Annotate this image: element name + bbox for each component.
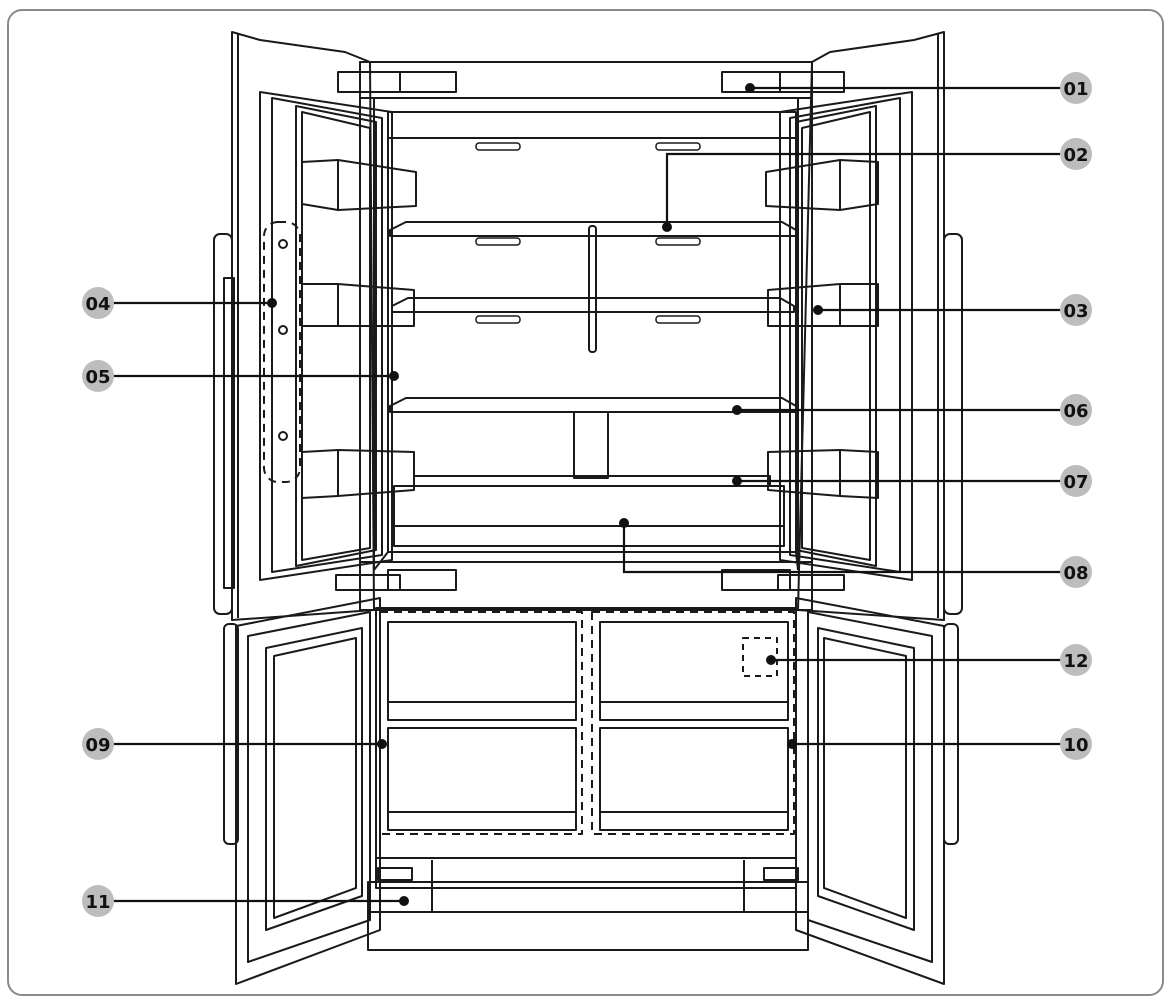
dot-12 — [766, 655, 776, 665]
callout-label-03: 03 — [1063, 301, 1088, 322]
dot-05 — [389, 371, 399, 381]
dot-06 — [732, 405, 742, 415]
left-upper-door — [213, 31, 417, 621]
leader-dots — [267, 83, 823, 906]
callout-badge-11: 11 — [82, 885, 114, 917]
callout-badge-09: 09 — [82, 728, 114, 760]
callout-badge-01: 01 — [1060, 72, 1092, 104]
callout-label-10: 10 — [1063, 735, 1088, 756]
callout-label-05: 05 — [85, 367, 110, 388]
callout-badge-12: 12 — [1060, 644, 1092, 676]
dot-08 — [619, 518, 629, 528]
callout-badges: 01 02 03 04 05 06 07 08 — [82, 72, 1092, 917]
callout-label-01: 01 — [1063, 79, 1088, 100]
dot-07 — [732, 476, 742, 486]
crisper-drawer — [335, 485, 845, 611]
left-lower-door — [223, 597, 381, 985]
fridge-compartment-cabinet — [337, 61, 845, 611]
dot-10 — [787, 739, 797, 749]
dot-09 — [377, 739, 387, 749]
dot-01 — [745, 83, 755, 93]
dot-03 — [813, 305, 823, 315]
leader-02 — [665, 152, 1062, 227]
fridge-shelves — [389, 221, 797, 487]
freezer-cabinet — [375, 607, 797, 859]
callout-label-07: 07 — [1063, 472, 1088, 493]
callout-badge-02: 02 — [1060, 138, 1092, 170]
callout-badge-04: 04 — [82, 287, 114, 319]
callout-badge-10: 10 — [1060, 728, 1092, 760]
fridge-drawing — [213, 31, 963, 985]
callout-badge-08: 08 — [1060, 556, 1092, 588]
callout-label-09: 09 — [85, 735, 110, 756]
callout-label-11: 11 — [85, 892, 110, 913]
right-lower-door — [795, 597, 959, 985]
callout-label-12: 12 — [1063, 651, 1088, 672]
callout-label-04: 04 — [85, 294, 110, 315]
callout-badge-06: 06 — [1060, 394, 1092, 426]
center-rail — [588, 225, 597, 353]
callout-badge-03: 03 — [1060, 294, 1092, 326]
dot-04 — [267, 298, 277, 308]
right-upper-door — [765, 31, 963, 621]
callout-label-02: 02 — [1063, 145, 1088, 166]
callout-badge-05: 05 — [82, 360, 114, 392]
interior-lights — [475, 142, 701, 324]
leader-08 — [622, 523, 1062, 574]
bottom-drawer — [367, 857, 809, 951]
callout-label-08: 08 — [1063, 563, 1088, 584]
leader-lines — [110, 86, 1062, 903]
dot-02 — [662, 222, 672, 232]
diagram-frame — [7, 9, 1164, 996]
callout-badge-07: 07 — [1060, 465, 1092, 497]
dot-11 — [399, 896, 409, 906]
callout-label-06: 06 — [1063, 401, 1088, 422]
